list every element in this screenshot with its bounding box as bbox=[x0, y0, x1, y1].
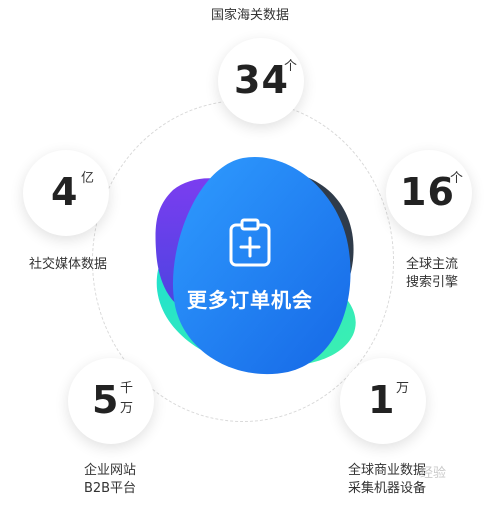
customs-unit: 个 bbox=[284, 59, 298, 74]
watermark-text: 经验 bbox=[420, 466, 447, 481]
websites-caption-line2: B2B平台 bbox=[83, 481, 137, 496]
social-caption: 社交媒体数据 bbox=[28, 257, 107, 272]
customs-node: 34 个 bbox=[218, 38, 304, 124]
search-value: 16 bbox=[400, 170, 455, 214]
social-unit: 亿 bbox=[81, 171, 95, 186]
business-node: 1 万 bbox=[340, 358, 426, 444]
business-value: 1 bbox=[368, 378, 396, 422]
search-caption-line1: 全球主流 bbox=[405, 257, 458, 272]
business-caption-line2: 采集机器设备 bbox=[347, 481, 426, 496]
websites-node: 5 千 万 bbox=[68, 358, 154, 444]
websites-unit-line1: 千 bbox=[120, 381, 134, 396]
customs-value: 34 bbox=[234, 58, 289, 102]
websites-value: 5 bbox=[92, 378, 120, 422]
websites-caption-line1: 企业网站 bbox=[83, 463, 136, 478]
business-caption-line1: 全球商业数据 bbox=[347, 463, 426, 478]
search-caption-line2: 搜索引擎 bbox=[405, 275, 458, 290]
social-node: 4 亿 bbox=[23, 150, 109, 236]
search-unit: 个 bbox=[450, 171, 464, 186]
clipboard-plus-icon bbox=[229, 218, 271, 267]
customs-caption: 国家海关数据 bbox=[210, 8, 289, 23]
business-unit: 万 bbox=[396, 381, 410, 396]
social-value: 4 bbox=[51, 170, 79, 214]
center-label: 更多订单机会 bbox=[187, 288, 313, 312]
websites-unit-line2: 万 bbox=[120, 401, 134, 416]
search-node: 16 个 bbox=[386, 150, 472, 236]
